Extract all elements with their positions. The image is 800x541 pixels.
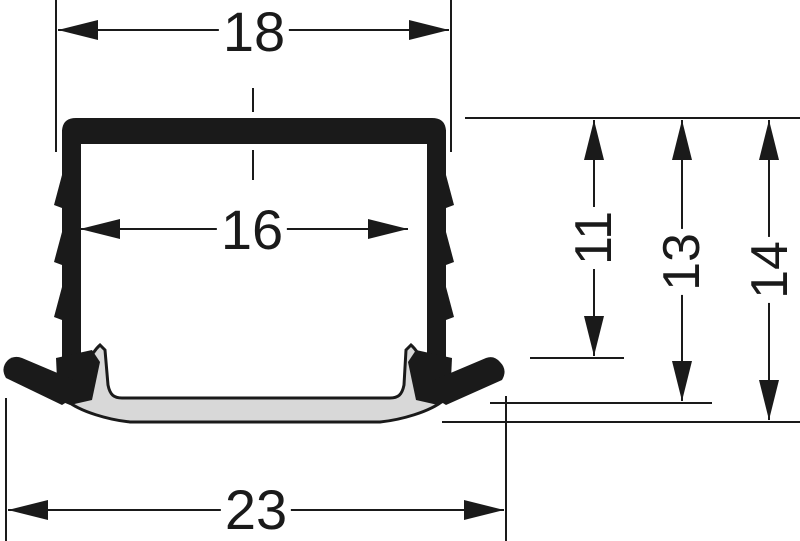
dimension-label-18: 18 [218,4,290,60]
dimension-label-11: 11 [565,207,623,269]
dimension-label-13: 13 [653,229,711,295]
diffuser-cover [64,342,446,424]
extension-lines [5,0,800,541]
channel-profile [54,118,454,405]
right-flange [430,357,505,405]
dimension-label-23: 23 [220,482,292,538]
dimension-label-16: 16 [216,202,288,258]
dimension-label-14: 14 [741,237,799,303]
mounting-flanges [3,356,505,405]
left-flange [3,356,78,405]
